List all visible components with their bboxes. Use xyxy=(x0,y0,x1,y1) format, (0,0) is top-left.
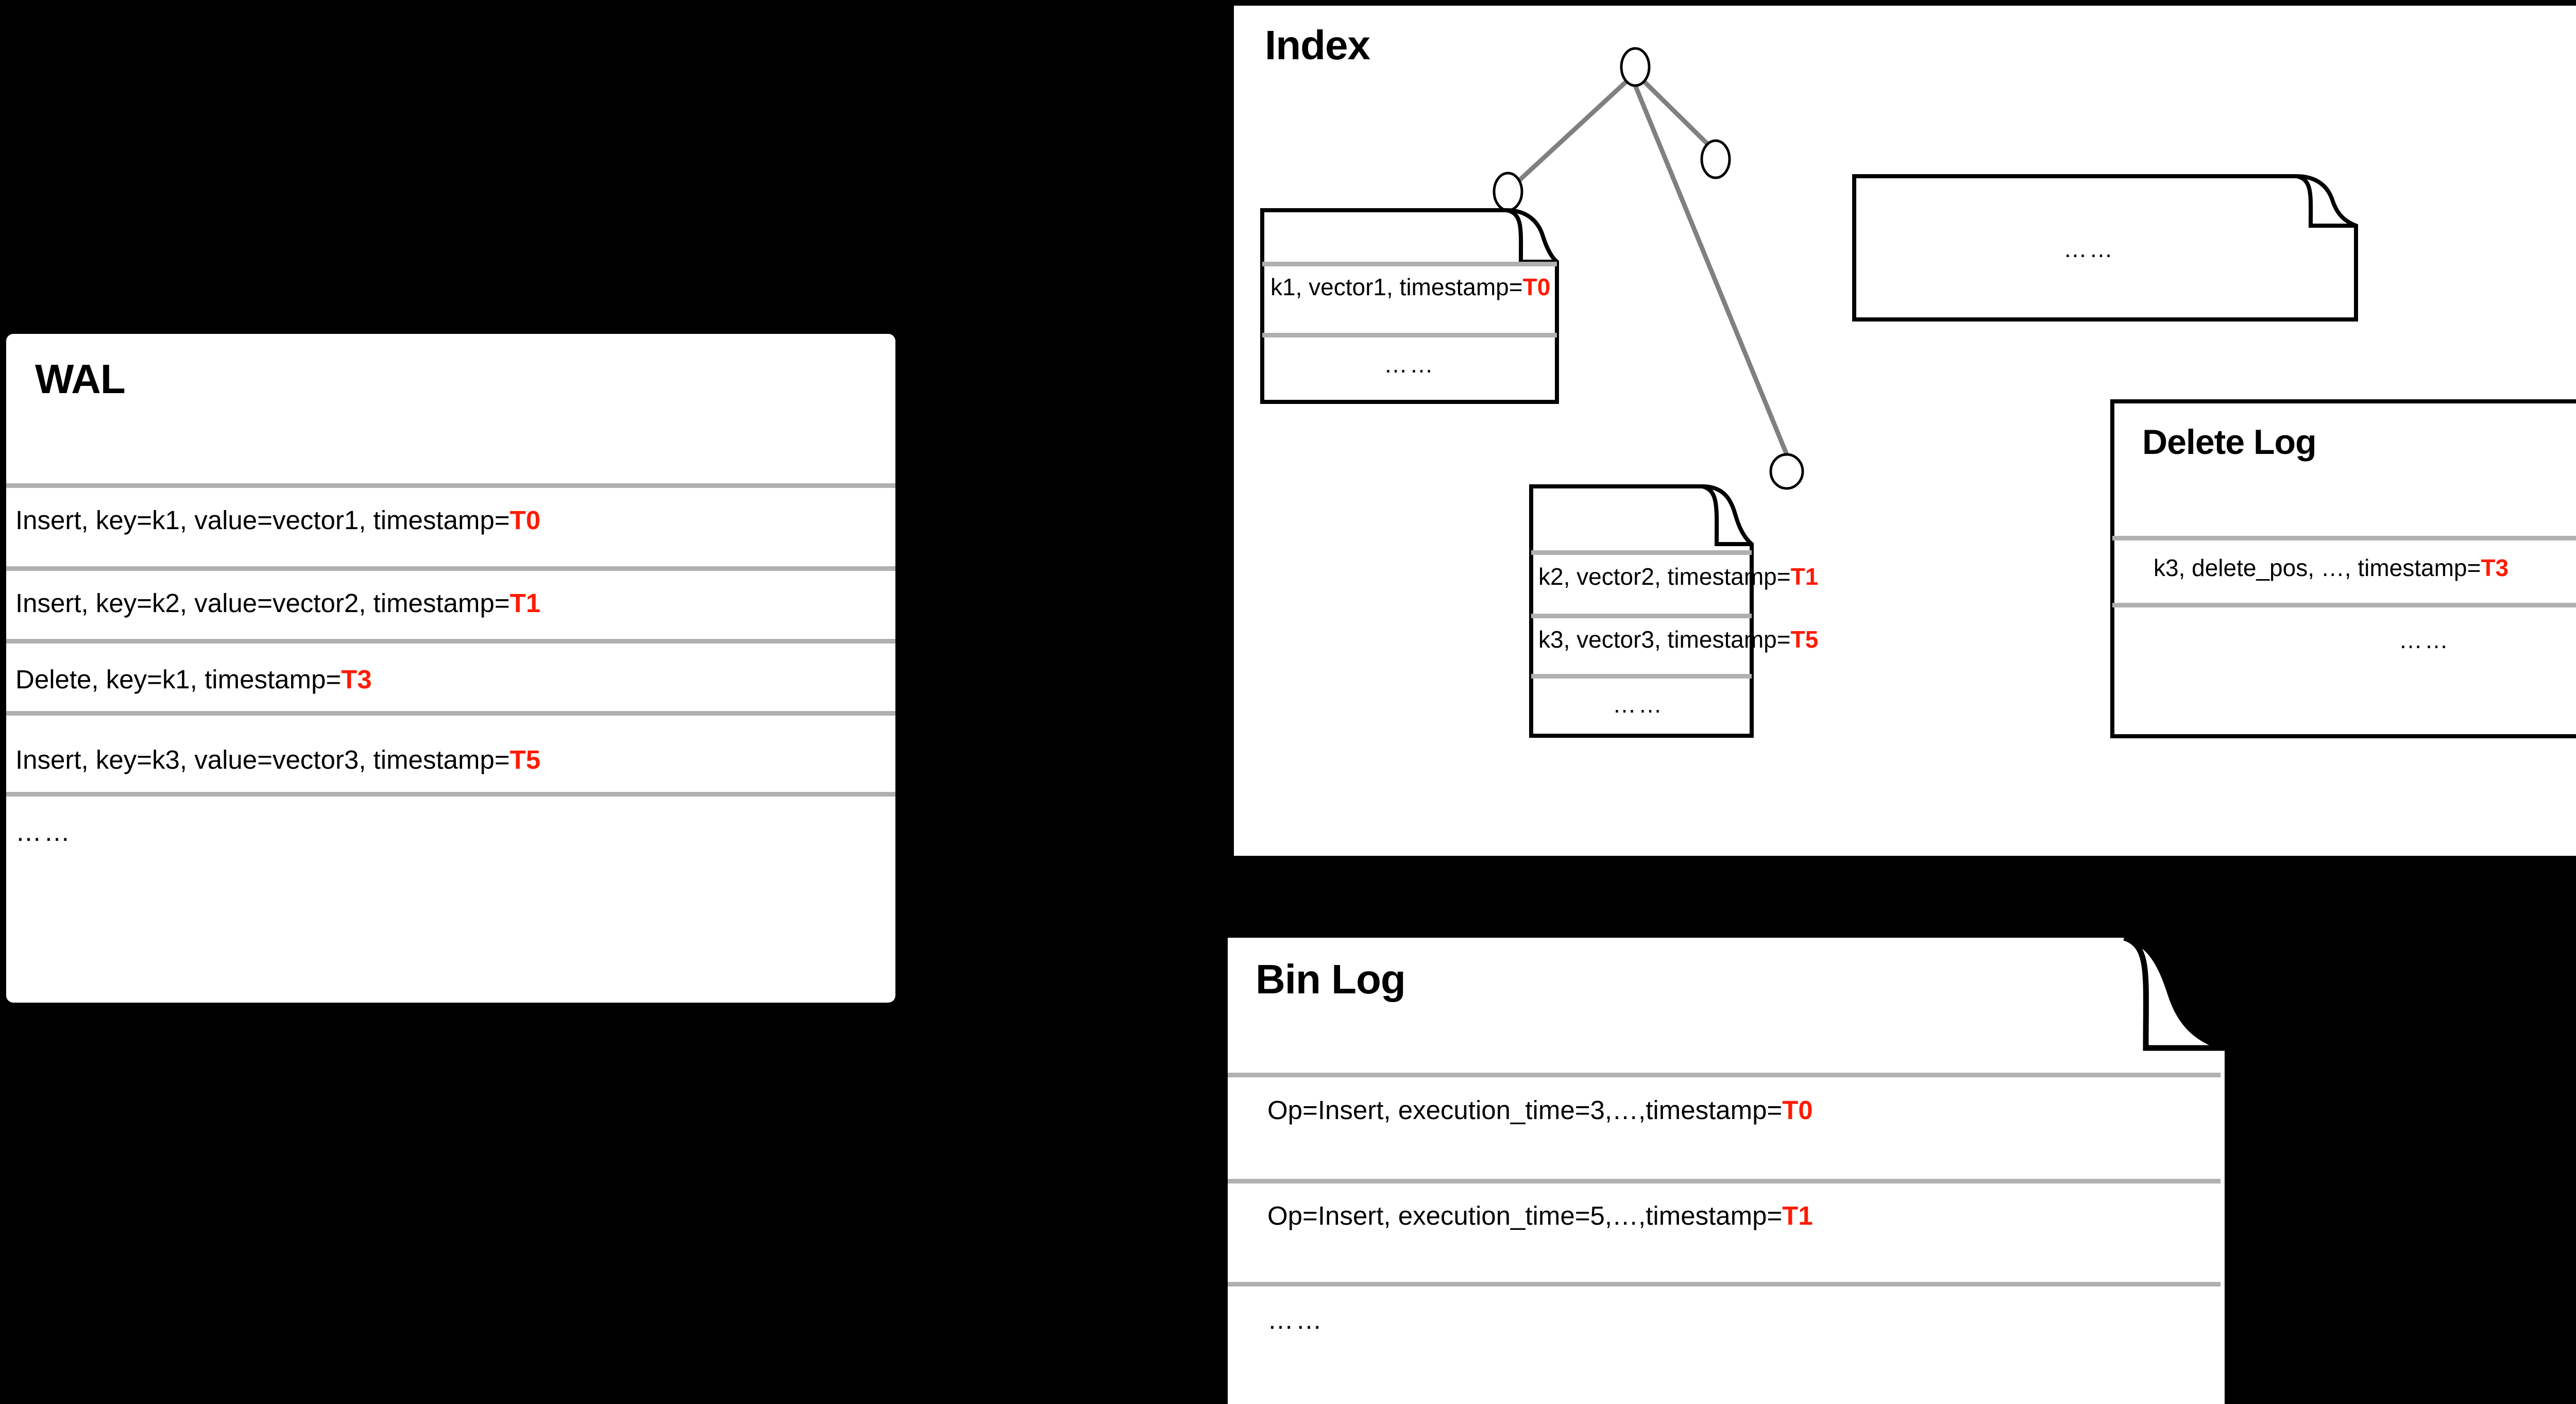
segment-k2-k3-divider-1 xyxy=(1531,550,1752,555)
edge-root-left xyxy=(1511,79,1629,188)
segment-k1-fold xyxy=(1506,208,1557,264)
segment-k2-k3-ellipsis: …… xyxy=(1613,691,1664,718)
segment-k1: k1, vector1, timestamp=T0 …… xyxy=(1260,208,1559,404)
wal-ellipsis: …… xyxy=(15,817,72,847)
wal-divider-2 xyxy=(6,566,895,571)
wal-row-2-timestamp: T3 xyxy=(341,665,372,694)
index-tree xyxy=(1493,47,1804,490)
segment-k2-k3-row-1-timestamp: T5 xyxy=(1790,626,1819,653)
segment-k2-k3-row-1-text: k3, vector3, timestamp= xyxy=(1538,626,1791,653)
bin-log-row-1-text: Op=Insert, execution_time=5,…,timestamp= xyxy=(1267,1201,1783,1230)
bin-log-edge xyxy=(2123,935,2226,1051)
bin-log-document xyxy=(1228,935,2226,1404)
root-node xyxy=(1620,47,1651,87)
wal-row-0: Insert, key=k1, value=vector1, timestamp… xyxy=(15,505,540,535)
bin-log-row-1-timestamp: T1 xyxy=(1782,1201,1813,1230)
segment-k1-divider-2 xyxy=(1262,333,1557,337)
segment-k2-k3-row-0-timestamp: T1 xyxy=(1790,563,1819,590)
bin-log-divider-2 xyxy=(1228,1179,2221,1183)
right-child-node xyxy=(1700,139,1731,179)
bin-log-row-1: Op=Insert, execution_time=5,…,timestamp=… xyxy=(1267,1200,1813,1231)
delete-log-divider-1 xyxy=(2112,536,2576,540)
segment-k2-k3-divider-3 xyxy=(1531,674,1752,679)
segment-k2-k3-fold xyxy=(1701,484,1752,546)
wal-row-3-text: Insert, key=k3, value=vector3, timestamp… xyxy=(15,745,510,774)
wal-row-1: Insert, key=k2, value=vector2, timestamp… xyxy=(15,588,540,618)
bin-log-divider-1 xyxy=(1228,1073,2221,1077)
wal-row-0-timestamp: T0 xyxy=(510,505,541,535)
tree-nodes xyxy=(1493,47,1804,490)
segment-k2-k3-row-1: k3, vector3, timestamp=T5 xyxy=(1538,625,1818,653)
wal-title: WAL xyxy=(35,356,126,402)
wal-divider-5 xyxy=(6,792,895,797)
segment-k2-k3-row-0: k2, vector2, timestamp=T1 xyxy=(1538,563,1818,590)
edge-root-middle xyxy=(1633,84,1789,455)
wal-row-0-text: Insert, key=k1, value=vector1, timestamp… xyxy=(15,505,510,535)
delete-log-row-0: k3, delete_pos, …, timestamp=T3 xyxy=(2154,554,2509,582)
delete-log-divider-2 xyxy=(2112,603,2576,607)
wal-row-1-timestamp: T1 xyxy=(510,588,541,618)
bin-log-row-0: Op=Insert, execution_time=3,…,timestamp=… xyxy=(1267,1095,1813,1125)
wal-row-3-timestamp: T5 xyxy=(510,745,541,774)
delete-log-row-0-text: k3, delete_pos, …, timestamp= xyxy=(2154,554,2481,581)
segment-empty-ellipsis: …… xyxy=(2063,235,2115,262)
segment-k2-k3-row-0-text: k2, vector2, timestamp= xyxy=(1538,563,1791,590)
segment-k1-row-0-text: k1, vector1, timestamp= xyxy=(1270,274,1523,300)
delete-log-row-0-timestamp: T3 xyxy=(2481,554,2509,581)
wal-panel xyxy=(6,334,895,1003)
index-title: Index xyxy=(1265,22,1370,68)
segment-k2-k3-divider-2 xyxy=(1531,614,1752,618)
segment-k1-row-0: k1, vector1, timestamp=T0 xyxy=(1270,273,1550,301)
edge-root-right xyxy=(1642,79,1713,149)
segment-k1-ellipsis: …… xyxy=(1384,351,1435,378)
bin-log-row-0-timestamp: T0 xyxy=(1782,1095,1813,1125)
wal-row-1-text: Insert, key=k2, value=vector2, timestamp… xyxy=(15,588,510,618)
bin-log-divider-3 xyxy=(1228,1282,2221,1287)
middle-child-node xyxy=(1769,453,1804,490)
wal-row-3: Insert, key=k3, value=vector3, timestamp… xyxy=(15,745,540,775)
segment-k2-k3: k2, vector2, timestamp=T1 k3, vector3, t… xyxy=(1529,484,1818,738)
segment-k1-row-0-timestamp: T0 xyxy=(1522,274,1551,300)
tree-edges xyxy=(1511,79,1789,455)
segment-empty-fold xyxy=(2296,174,2356,228)
delete-log-title: Delete Log xyxy=(2142,422,2317,462)
wal-row-2-text: Delete, key=k1, timestamp= xyxy=(15,665,342,694)
bin-log-row-0-text: Op=Insert, execution_time=3,…,timestamp= xyxy=(1267,1095,1783,1125)
wal-divider-1 xyxy=(6,483,895,488)
segment-empty: …… xyxy=(1852,174,2360,322)
bin-log-ellipsis: …… xyxy=(1267,1305,1324,1334)
delete-log-document: Delete Log k3, delete_pos, …, timestamp=… xyxy=(2110,399,2576,739)
bin-log-title: Bin Log xyxy=(1256,956,1406,1002)
wal-divider-3 xyxy=(6,639,895,644)
delete-log-outline xyxy=(2110,399,2576,738)
bin-log-outline xyxy=(1228,938,2225,1404)
delete-log-ellipsis: …… xyxy=(2399,627,2450,653)
segment-k1-divider-1 xyxy=(1262,262,1557,266)
left-child-node xyxy=(1493,172,1523,212)
wal-divider-4 xyxy=(6,711,895,716)
wal-row-2: Delete, key=k1, timestamp=T3 xyxy=(15,664,372,695)
